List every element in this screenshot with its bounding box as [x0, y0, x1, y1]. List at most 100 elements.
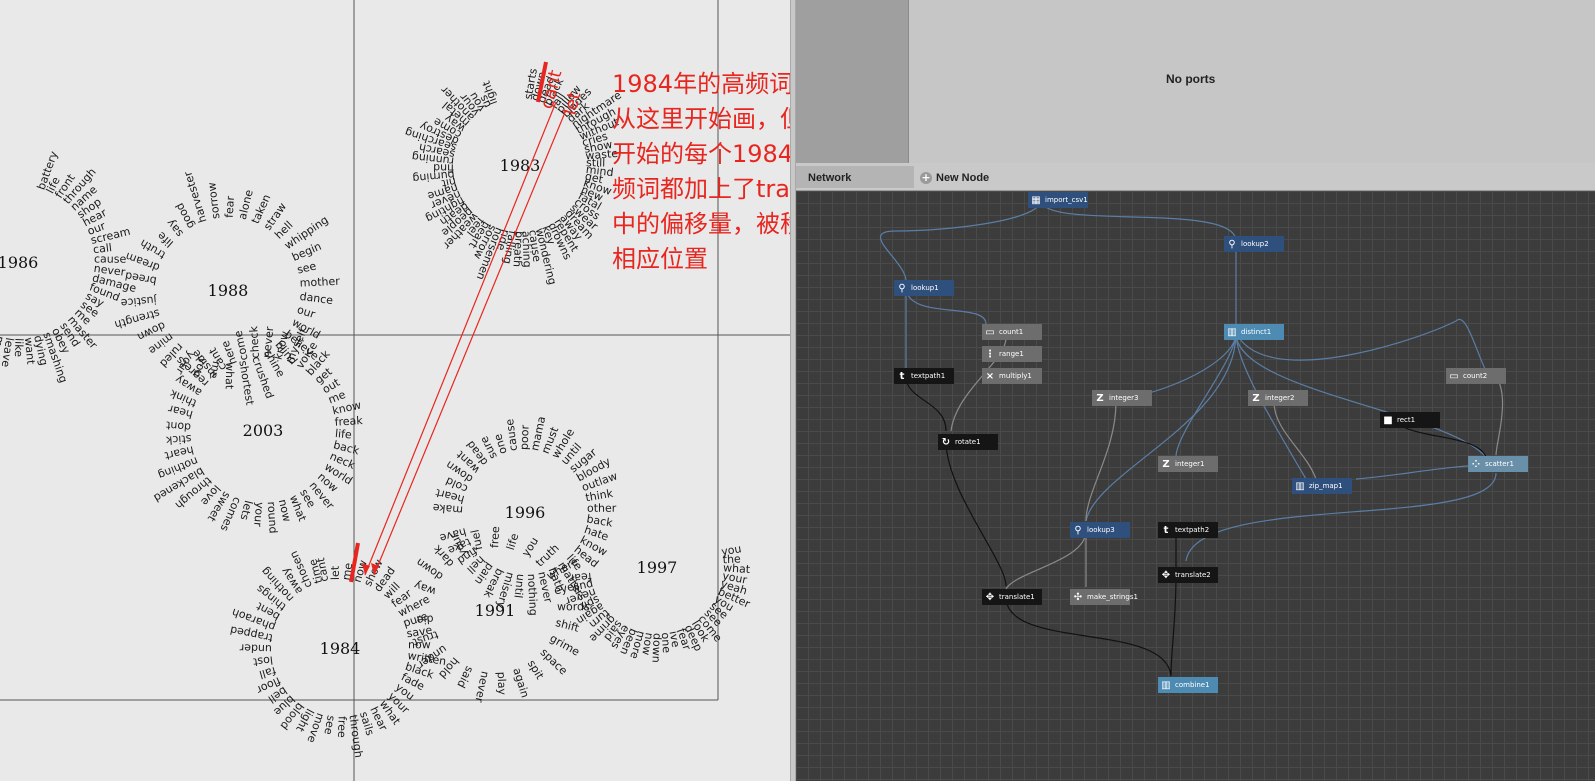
scatter-icon: ⁘: [1471, 458, 1481, 470]
pane-splitter[interactable]: [790, 0, 796, 781]
node-label: range1: [999, 350, 1024, 358]
word-label: life: [504, 532, 521, 552]
node-label: zip_map1: [1309, 482, 1343, 490]
word-label: freak: [334, 414, 363, 429]
word-label: make: [0, 334, 7, 367]
node-make_strings1[interactable]: ✣make_strings1: [1070, 589, 1138, 605]
word-label: never: [93, 262, 126, 279]
node-label: count1: [999, 328, 1024, 336]
connection: [1170, 574, 1177, 676]
word-label: pull: [572, 578, 594, 595]
word-label: running: [411, 150, 455, 168]
node-scatter1[interactable]: ⁘scatter1: [1468, 456, 1528, 472]
word-label: starts: [522, 67, 540, 100]
word-label: other: [587, 502, 617, 515]
canvas-svg: 1983startsdowndeadblackfallpillowbladesd…: [0, 0, 790, 781]
node-lookup1[interactable]: ⚲lookup1: [894, 280, 954, 296]
word-label: play: [495, 671, 509, 695]
translate-icon: ✥: [1161, 569, 1171, 581]
connection: [1355, 464, 1487, 480]
word-label: leave: [0, 337, 16, 369]
word-label: justice: [120, 293, 158, 309]
word-label: see: [296, 259, 318, 276]
annotation-line: 1984年的高频词本应该: [612, 70, 790, 98]
node-label: integer2: [1265, 394, 1295, 402]
word-label: time: [306, 557, 325, 585]
list-icon: ▥: [1227, 326, 1237, 338]
network-tab[interactable]: [796, 166, 914, 188]
word-label: fall: [258, 664, 278, 681]
connection: [905, 286, 987, 325]
word-label: hear: [166, 402, 194, 421]
search-icon: ⚲: [898, 282, 906, 294]
node-combine1[interactable]: ▥combine1: [1158, 677, 1218, 693]
node-multiply1[interactable]: ×multiply1: [982, 368, 1042, 384]
word-label: waste: [585, 147, 619, 163]
search-icon: ⚲: [1228, 238, 1236, 250]
node-connections: [879, 199, 1504, 677]
word-label: want: [22, 337, 37, 366]
connection: [1005, 596, 1172, 677]
word-label: hit: [440, 175, 457, 191]
integer-icon: Z: [1162, 458, 1170, 470]
word-label: what: [723, 561, 751, 576]
offset-markers: cant let: [349, 61, 585, 583]
word-label: again: [510, 666, 531, 699]
word-label: know: [331, 398, 362, 417]
node-count2[interactable]: ▭count2: [1446, 368, 1506, 384]
word-label: back: [332, 438, 361, 457]
network-graph[interactable]: ▦import_csv1 ⚲ lookup2 ⚲lookup1 ▭ count1 ⋮ rang…: [796, 191, 1595, 781]
year-label: 1986: [0, 253, 38, 272]
rect-icon: ■: [1383, 414, 1393, 426]
no-ports-label: No ports: [1166, 72, 1216, 86]
word-label: nothing: [525, 573, 540, 616]
node-label: textpath1: [911, 372, 946, 380]
annotation-line: 中的偏移量，被移动到了: [612, 210, 790, 238]
count-icon: ▭: [985, 326, 995, 338]
new-node-button[interactable]: + New Node: [920, 169, 989, 187]
word-label: one: [491, 432, 509, 456]
node-lookup2[interactable]: ⚲ lookup2: [1224, 236, 1284, 252]
word-label: now: [408, 638, 431, 651]
node-zip_map1[interactable]: ▥zip_map1: [1292, 478, 1352, 494]
connection: [1185, 472, 1497, 562]
word-label: words: [557, 600, 590, 613]
range-icon: ⋮: [985, 348, 995, 360]
node-translate2[interactable]: ✥translate2: [1158, 567, 1218, 583]
node-import_csv1[interactable]: ▦import_csv1: [1028, 192, 1088, 208]
node-label: integer3: [1109, 394, 1139, 402]
node-label: import_csv1: [1045, 196, 1088, 204]
year-label: 1991: [475, 601, 516, 620]
multiply-icon: ×: [985, 370, 995, 382]
node-distinct1[interactable]: ▥distinct1: [1224, 324, 1284, 340]
word-label: poor: [518, 424, 532, 450]
word-label: shift: [554, 616, 581, 635]
node-label: lookup2: [1241, 240, 1269, 248]
list-icon: ▥: [1161, 679, 1171, 691]
connection: [1235, 332, 1487, 458]
node-translate1[interactable]: ✥translate1: [982, 589, 1042, 605]
node-count1[interactable]: ▭ count1: [982, 324, 1042, 340]
node-rotate1[interactable]: ↻rotate1: [938, 434, 998, 450]
connection: [1235, 318, 1487, 372]
word-label: ride: [494, 228, 512, 252]
word-label: never: [472, 670, 491, 704]
word-label: our: [295, 303, 317, 321]
node-lookup3[interactable]: ⚲lookup3: [1070, 522, 1130, 538]
node-label: rotate1: [955, 438, 981, 446]
word-label: cause: [526, 229, 543, 263]
word-label: mind: [585, 163, 614, 179]
year-label: 1983: [500, 156, 541, 175]
node-rect1[interactable]: ■rect1: [1380, 412, 1440, 428]
right-pane: No ports Network + New Node: [796, 0, 1595, 781]
word-label: eyes: [553, 578, 581, 597]
node-range1[interactable]: ⋮ range1: [982, 346, 1042, 362]
connection: [879, 199, 1042, 282]
word-label: lets: [237, 499, 255, 522]
